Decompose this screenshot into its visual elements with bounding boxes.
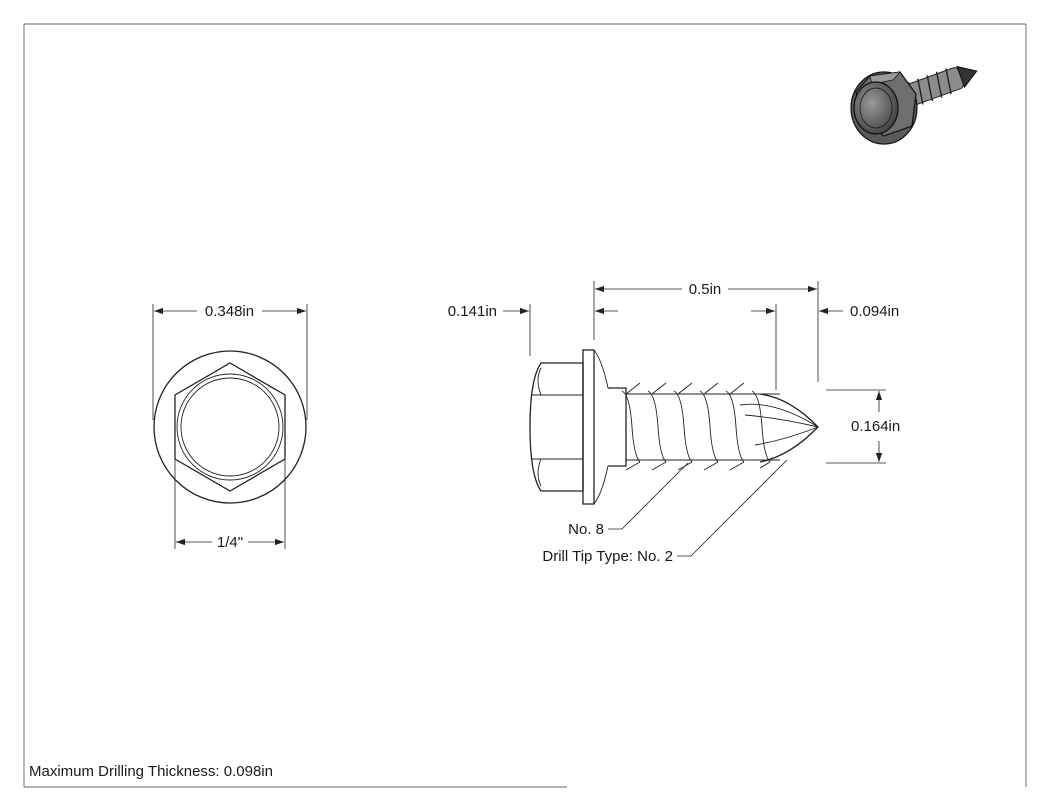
head-width-label: 0.348in (205, 303, 254, 320)
thread-diameter-label: 0.164in (851, 418, 900, 435)
screw-size-leader (608, 462, 689, 530)
drill-tip (759, 393, 819, 463)
washer-face-inner (180, 377, 280, 477)
front-view: 0.348in 1/4" (152, 303, 308, 551)
thread-body (608, 387, 627, 467)
screw-size-callout: No. 8 (568, 521, 604, 538)
flange-outline (153, 350, 307, 504)
thread-crests (621, 382, 771, 471)
side-hex-head (529, 362, 584, 492)
head-height-label: 0.141in (448, 303, 497, 320)
hex-head-outline (174, 362, 286, 492)
length-label: 0.5in (689, 281, 722, 298)
drill-tip-callout: Drill Tip Type: No. 2 (542, 548, 673, 565)
max-drilling-thickness-note: Maximum Drilling Thickness: 0.098in (29, 763, 273, 780)
drawing-frame (23, 23, 1027, 788)
side-flange (582, 349, 595, 505)
isometric-screw-thumbnail (850, 65, 978, 145)
side-view: 0.141in 0.5in 0.094in 0.164in No. 8 Dril… (448, 281, 900, 565)
drive-size-label: 1/4" (217, 534, 243, 551)
drill-tip-leader (677, 459, 788, 557)
washer-face-outer (176, 373, 284, 481)
tip-length-label: 0.094in (850, 303, 899, 320)
